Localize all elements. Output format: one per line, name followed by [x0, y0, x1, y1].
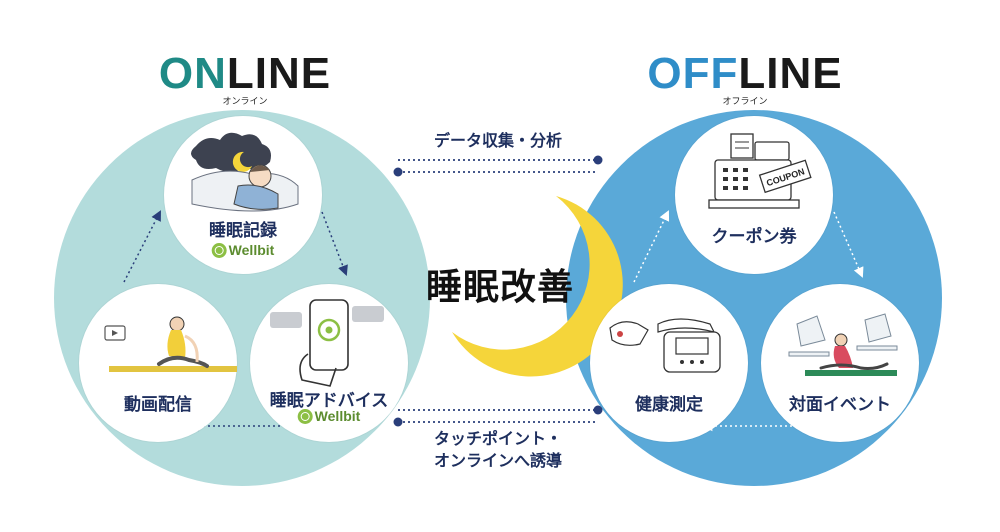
- touchpoint-label-line1: タッチポイント・: [433, 429, 562, 448]
- data-collection-label: データ収集・分析: [433, 131, 562, 150]
- online-title-rest: LINE: [226, 49, 332, 98]
- yoga-video-icon: [104, 316, 237, 372]
- event-label: 対面イベント: [789, 395, 891, 415]
- online-subtitle: オンライン: [222, 97, 268, 107]
- center-title: 睡眠改善: [425, 267, 574, 308]
- wellbit-badge-icon: [211, 242, 227, 258]
- touchpoint-label-line2: オンラインへ誘導: [433, 450, 562, 470]
- offline-heading: OFFLINE オフライン: [645, 52, 845, 107]
- advice-wellbit-logo: Wellbit: [297, 408, 361, 424]
- blood-pressure-monitor-icon: [609, 318, 721, 373]
- online-title-accent: ON: [158, 49, 227, 98]
- offline-arrow-down: [833, 211, 864, 278]
- online-arrow-down: [321, 211, 348, 276]
- bottom-link-dot-right: [593, 405, 603, 415]
- sleep-record-node: 睡眠記録 Wellbit: [164, 116, 322, 274]
- smartphone-advice-icon: [270, 299, 384, 387]
- sleep-record-wellbit-logo: Wellbit: [211, 242, 275, 258]
- video-node: 動画配信: [79, 284, 237, 442]
- group-yoga-icon: [788, 313, 898, 376]
- sleep-record-label: 睡眠記録: [209, 221, 277, 241]
- touchpoint-label: タッチポイント・ オンラインへ誘導: [398, 428, 598, 471]
- advice-node: 睡眠アドバイス Wellbit: [250, 284, 408, 442]
- advice-brand: Wellbit: [314, 408, 361, 424]
- sleep-record-brand: Wellbit: [228, 242, 275, 258]
- online-arrow-up: [123, 210, 161, 283]
- offline-title-rest: LINE: [738, 49, 843, 98]
- advice-label: 睡眠アドバイス: [269, 391, 389, 411]
- offline-arrow-up: [633, 210, 670, 283]
- offline-title-accent: OFF: [647, 49, 739, 98]
- top-link-dot-left: [393, 167, 403, 177]
- top-link-dot-right: [593, 155, 603, 165]
- health-node: 健康測定: [590, 284, 748, 442]
- cash-register-coupon-icon: COUPON: [708, 133, 812, 209]
- online-heading: ONLINE オンライン: [150, 52, 340, 107]
- video-label: 動画配信: [124, 395, 192, 415]
- offline-subtitle: オフライン: [722, 97, 768, 107]
- crescent-moon-icon: [452, 196, 623, 377]
- sleeping-person-icon: [191, 132, 299, 212]
- wellbit-badge-icon: [297, 408, 313, 424]
- coupon-node: COUPON クーポン券: [675, 116, 833, 274]
- event-node: 対面イベント: [761, 284, 919, 442]
- health-label: 健康測定: [635, 395, 703, 415]
- coupon-label: クーポン券: [711, 227, 797, 247]
